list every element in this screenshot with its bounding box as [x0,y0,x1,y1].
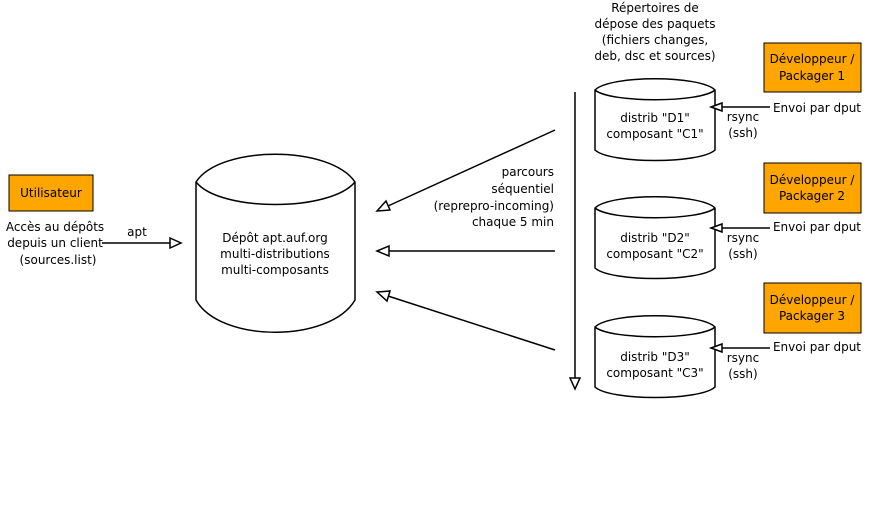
user-desc-line-2: depuis un client [7,236,103,250]
distrib-d2-line-1: distrib "D2" [620,231,690,245]
distrib-d3-line-1: distrib "D3" [620,350,690,364]
developer-2-line-2: Packager 2 [779,189,845,203]
developer-box-1 [763,42,862,93]
distrib-d3-cylinder [594,315,716,399]
sequence-arrowhead [568,377,582,391]
dirs-title-line-4: deb, dsc et sources) [594,49,715,63]
dirs-title-line-1: Répertoires de [611,1,699,15]
incoming-line-1: parcours [502,165,554,179]
incoming-arrowhead-2 [375,244,390,258]
dput-arrowhead-3 [708,342,723,354]
distrib-d2-rim [594,207,716,219]
distrib-d1-line-2: composant "C1" [606,127,703,141]
repository-line-1: Dépôt apt.auf.org [222,231,327,245]
rsync-d3-line-2: (ssh) [728,367,757,381]
developer-box-3 [763,282,862,334]
incoming-arrow-3 [387,295,556,351]
incoming-line-3: (reprepro-incoming) [434,199,554,213]
user-desc-line-3: (sources.list) [20,253,97,267]
apt-label: apt [127,225,147,239]
developer-1-line-2: Packager 1 [779,69,845,83]
developer-1-line-1: Développeur / [770,52,856,66]
distrib-d3-rim [594,326,716,338]
incoming-arrowhead-1 [375,199,392,212]
rsync-d3-line-1: rsync [727,351,760,365]
developer-box-2 [763,162,862,214]
apt-arrowhead [169,236,183,250]
incoming-arrowhead-3 [375,290,392,303]
user-box [8,174,94,212]
send-label-2: Envoi par dput [773,220,861,234]
repository-cylinder [195,153,356,333]
send-label-3: Envoi par dput [773,340,861,354]
dput-arrowhead-1 [708,101,723,113]
developer-3-line-1: Développeur / [770,293,856,307]
developer-3-line-2: Packager 3 [779,309,845,323]
distrib-d1-line-1: distrib "D1" [620,111,690,125]
distrib-d1-cylinder [594,78,716,162]
incoming-line-4: chaque 5 min [472,215,554,229]
incoming-arrow-1 [387,129,556,207]
rsync-d2-line-2: (ssh) [728,247,757,261]
send-label-1: Envoi par dput [773,101,861,115]
distrib-d2-line-2: composant "C2" [606,247,703,261]
repository-cylinder-rim [195,181,356,206]
repository-line-3: multi-composants [221,263,329,277]
dirs-title-line-3: (fichiers changes, [602,33,708,47]
rsync-d1-line-2: (ssh) [728,126,757,140]
user-desc-line-1: Accès au dépôts [6,220,104,234]
distrib-d2-cylinder [594,196,716,280]
distrib-d3-line-2: composant "C3" [606,366,703,380]
rsync-d1-line-1: rsync [727,110,760,124]
repository-line-2: multi-distributions [220,247,330,261]
dput-arrowhead-2 [708,222,723,234]
dirs-title-line-2: dépose des paquets [594,17,715,31]
rsync-d2-line-1: rsync [727,231,760,245]
incoming-line-2: séquentiel [491,182,554,196]
distrib-d1-rim [594,89,716,101]
user-box-label: Utilisateur [20,186,82,200]
developer-2-line-1: Développeur / [770,173,856,187]
